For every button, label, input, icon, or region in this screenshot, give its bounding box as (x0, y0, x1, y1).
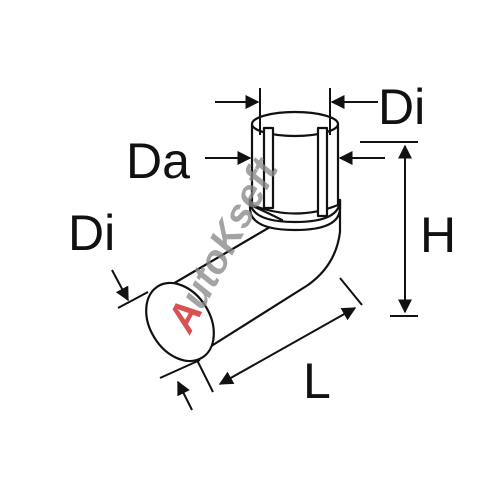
label-da: Da (126, 133, 190, 189)
socket-slot-left (262, 126, 275, 210)
label-h: H (420, 207, 456, 263)
di-left-arrow (111, 269, 129, 302)
label-di-left: Di (68, 205, 115, 261)
l-ext-left (196, 359, 214, 393)
pipe-drawing (145, 110, 342, 363)
di-left-ext (117, 291, 149, 309)
label-l: L (303, 353, 331, 409)
socket-slot-right (316, 126, 329, 218)
l-ext-right (339, 277, 363, 306)
label-di-top: Di (378, 79, 425, 135)
di-left-arrow-bottom (177, 380, 193, 411)
pipe-end-opening (145, 281, 215, 363)
pipe-collar (248, 198, 342, 232)
dimension-lines (111, 88, 418, 411)
di-left-ext-bottom (159, 359, 201, 379)
l-arrow (218, 307, 357, 385)
